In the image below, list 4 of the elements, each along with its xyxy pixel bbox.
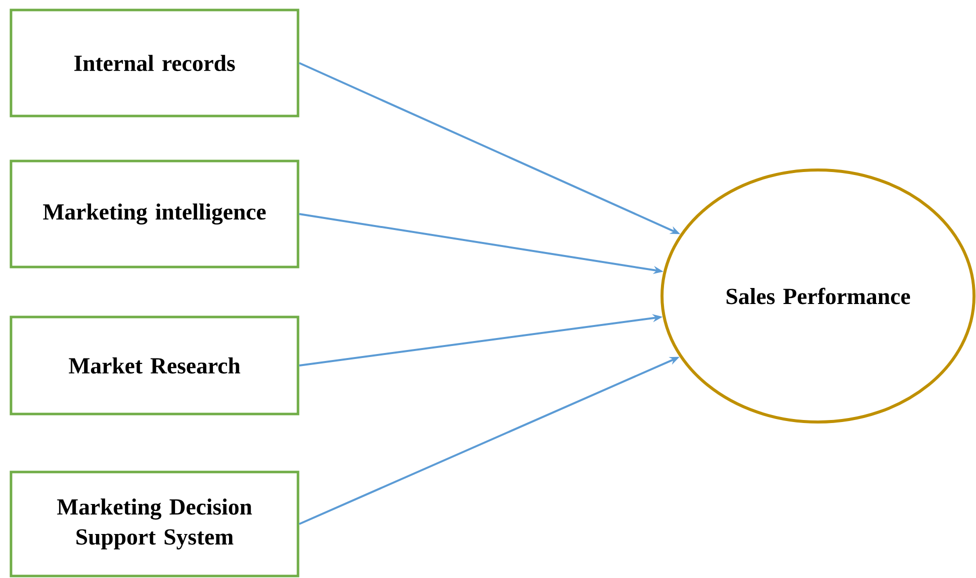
text-box: Internal records [10, 8, 300, 118]
text-box: Marketing intelligence [10, 160, 300, 268]
text-box: Market Research [10, 316, 300, 416]
text-box: Marketing Decision Support System [10, 470, 300, 578]
